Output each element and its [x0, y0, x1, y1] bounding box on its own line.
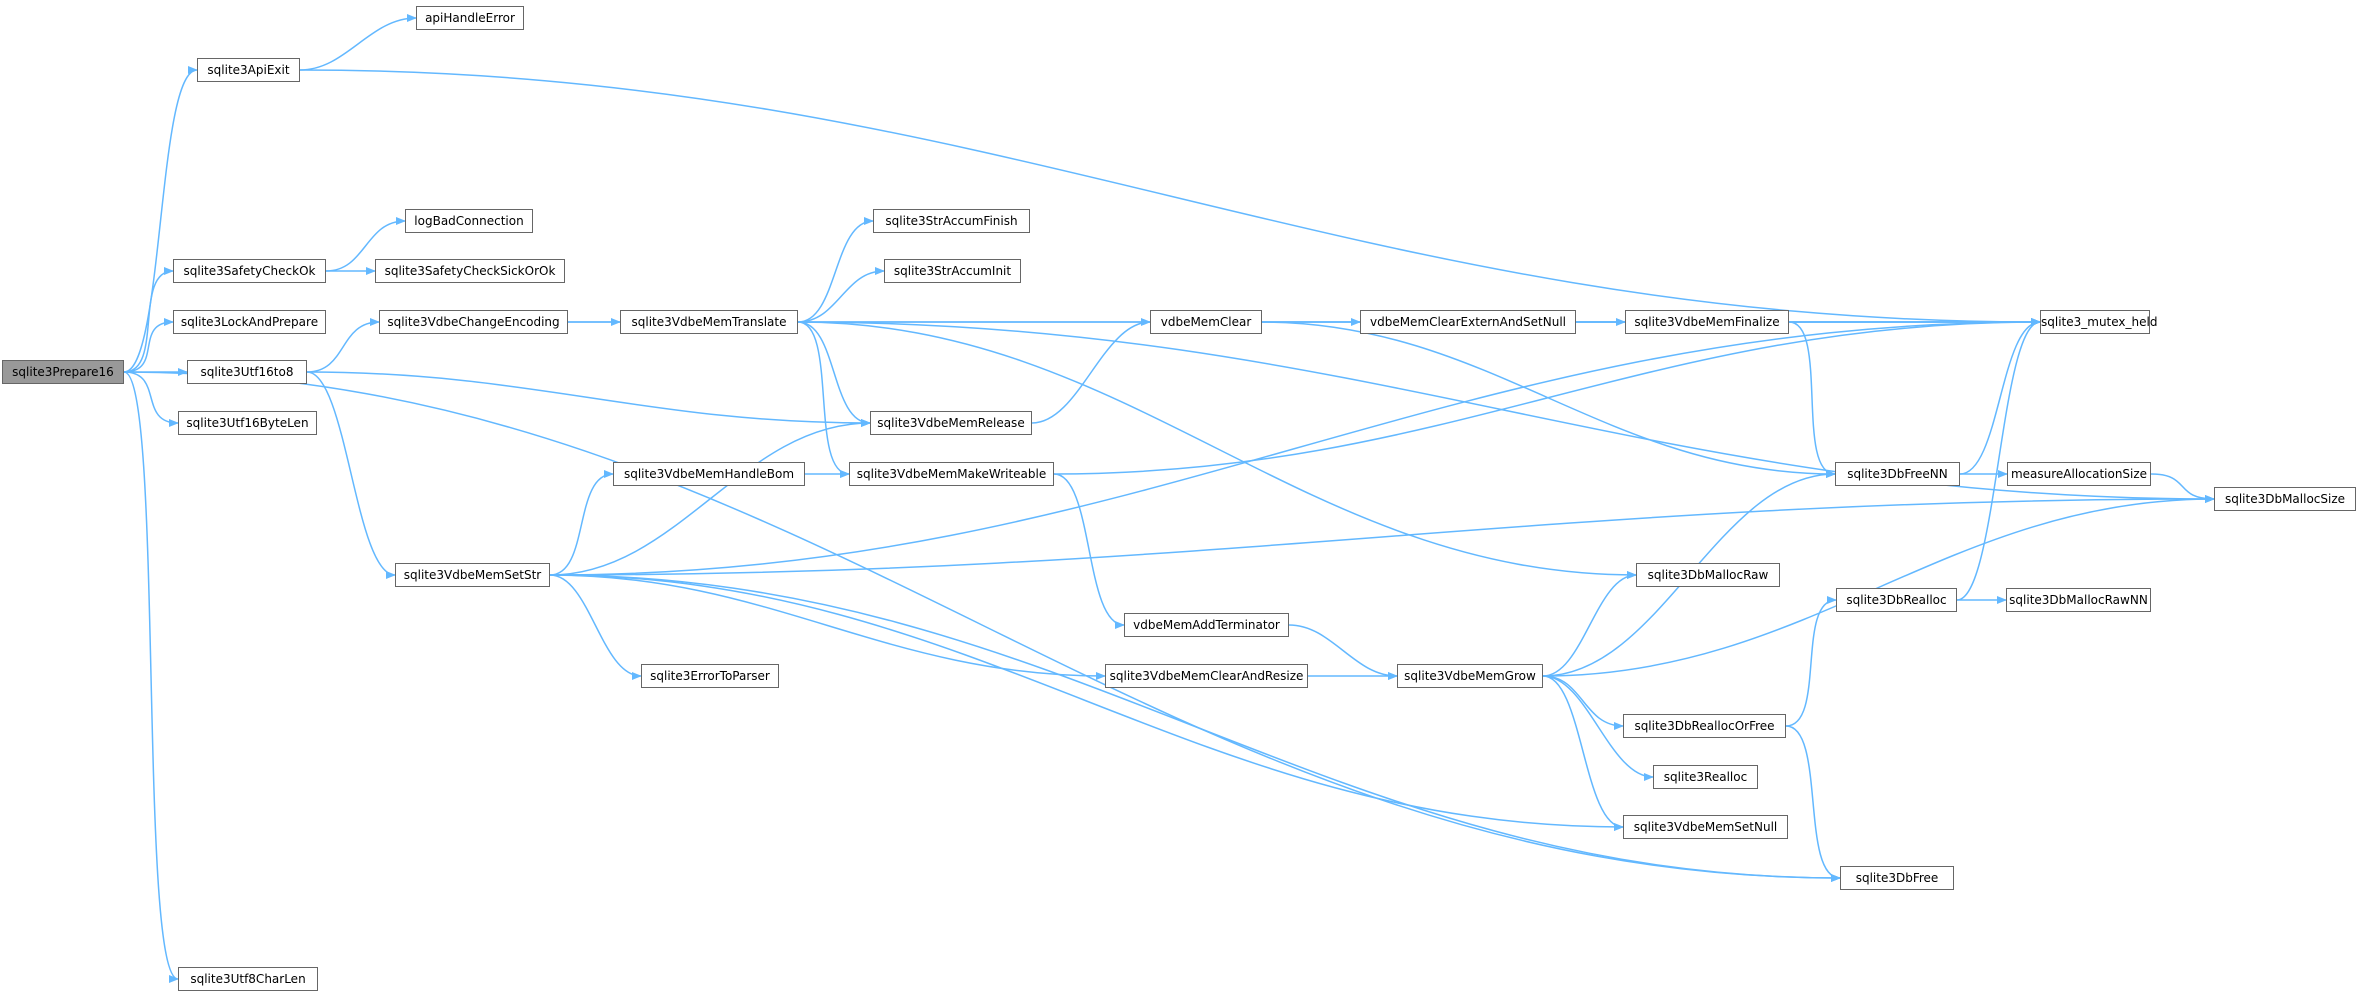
edge-setstr-to-setnull [549, 574, 1624, 831]
edge-memfin-to-freenn [1788, 321, 1836, 478]
edge-makewr-to-mutex [1053, 318, 2041, 475]
edge-reallocfree-to-realloc [1785, 596, 1837, 727]
edge-memgrow-to-msize [1542, 495, 2215, 677]
edge-memtrans-to-makewr [797, 321, 850, 478]
edge-prep16-to-lockprep [123, 318, 174, 373]
edge-memtrans-to-msize [797, 321, 2215, 503]
node-sqlite3-vdbe-mem-finalize[interactable]: sqlite3VdbeMemFinalize [1625, 310, 1789, 334]
node-sqlite3-db-free[interactable]: sqlite3DbFree [1840, 866, 1954, 890]
edge-prep16-to-apiexit [123, 66, 198, 373]
node-vdbe-mem-clear-extern-and-set-null[interactable]: vdbeMemClearExternAndSetNull [1360, 310, 1576, 334]
node-sqlite3-vdbe-mem-make-writeable[interactable]: sqlite3VdbeMemMakeWriteable [849, 462, 1054, 486]
edge-utf16to8-to-setstr [306, 371, 396, 579]
edge-setstr-to-dbfree [549, 574, 1841, 882]
node-sqlite3-db-malloc-raw-nn[interactable]: sqlite3DbMallocRawNN [2006, 588, 2151, 612]
edge-reallocfree-to-dbfree [1785, 725, 1841, 882]
node-sqlite3-vdbe-mem-handle-bom[interactable]: sqlite3VdbeMemHandleBom [613, 462, 805, 486]
node-sqlite3-utf16to8[interactable]: sqlite3Utf16to8 [187, 360, 307, 384]
edge-utf16to8-to-memrel [306, 371, 871, 427]
node-sqlite3-vdbe-mem-set-null[interactable]: sqlite3VdbeMemSetNull [1623, 815, 1788, 839]
node-sqlite3-lock-and-prepare[interactable]: sqlite3LockAndPrepare [173, 310, 326, 334]
node-sqlite3-safety-check-sick-or-ok[interactable]: sqlite3SafetyCheckSickOrOk [375, 259, 565, 283]
node-sqlite3-db-free-nn[interactable]: sqlite3DbFreeNN [1835, 462, 1960, 486]
edge-memgrow-to-reallocfree [1542, 675, 1624, 730]
node-sqlite3-utf16-byte-len[interactable]: sqlite3Utf16ByteLen [178, 411, 317, 435]
edge-prep16-to-dbfree [123, 371, 1841, 882]
node-sqlite3-mutex-held[interactable]: sqlite3_mutex_held [2040, 310, 2157, 334]
node-sqlite3-api-exit[interactable]: sqlite3ApiExit [197, 58, 300, 82]
node-sqlite3-vdbe-mem-set-str[interactable]: sqlite3VdbeMemSetStr [395, 563, 550, 587]
edge-addterm-to-memgrow [1288, 624, 1398, 680]
node-log-bad-connection[interactable]: logBadConnection [405, 209, 533, 233]
edge-measure-to-msize [2150, 473, 2215, 503]
edge-realloc-to-mutex [1956, 318, 2041, 601]
node-sqlite3-utf8-char-len[interactable]: sqlite3Utf8CharLen [178, 967, 318, 991]
edge-utf16to8-to-chgenc [306, 318, 380, 373]
edge-prep16-to-safety [123, 267, 174, 373]
node-measure-allocation-size[interactable]: measureAllocationSize [2007, 462, 2151, 486]
edge-apiexit-to-apierr [299, 14, 417, 71]
node-sqlite3-safety-check-ok[interactable]: sqlite3SafetyCheckOk [173, 259, 326, 283]
edge-freenn-to-mutex [1959, 318, 2041, 475]
node-sqlite3-error-to-parser[interactable]: sqlite3ErrorToParser [641, 664, 779, 688]
node-sqlite3-str-accum-finish[interactable]: sqlite3StrAccumFinish [873, 209, 1030, 233]
node-sqlite3-db-malloc-raw[interactable]: sqlite3DbMallocRaw [1636, 563, 1780, 587]
node-sqlite3-vdbe-mem-translate[interactable]: sqlite3VdbeMemTranslate [620, 310, 798, 334]
edge-setstr-to-memrel [549, 419, 871, 576]
edge-memrel-to-memclear [1031, 318, 1151, 424]
node-sqlite3-str-accum-init[interactable]: sqlite3StrAccumInit [884, 259, 1021, 283]
node-sqlite3-vdbe-mem-grow[interactable]: sqlite3VdbeMemGrow [1397, 664, 1543, 688]
node-vdbe-mem-add-terminator[interactable]: vdbeMemAddTerminator [1124, 613, 1289, 637]
edge-memtrans-to-mraw [797, 321, 1637, 579]
node-sqlite3-db-realloc-or-free[interactable]: sqlite3DbReallocOrFree [1623, 714, 1786, 738]
node-sqlite3-db-malloc-size[interactable]: sqlite3DbMallocSize [2214, 487, 2356, 511]
node-sqlite3-db-realloc[interactable]: sqlite3DbRealloc [1836, 588, 1957, 612]
edge-memtrans-to-accinit [797, 267, 885, 323]
node-sqlite3-vdbe-mem-release[interactable]: sqlite3VdbeMemRelease [870, 411, 1032, 435]
edge-setstr-to-msize [549, 495, 2215, 576]
edge-prep16-to-utf8len [123, 371, 179, 983]
node-sqlite3-vdbe-change-encoding[interactable]: sqlite3VdbeChangeEncoding [379, 310, 568, 334]
edge-memgrow-to-setnull [1542, 675, 1624, 831]
edge-memtrans-to-accfin [797, 217, 874, 323]
edge-setstr-to-errparser [549, 574, 642, 680]
edge-memgrow-to-mraw [1542, 571, 1637, 677]
node-api-handle-error[interactable]: apiHandleError [416, 6, 524, 30]
edge-prep16-to-utf16len [123, 371, 179, 427]
edge-apiexit-to-mutex [299, 69, 2041, 326]
edge-makewr-to-addterm [1053, 473, 1125, 629]
edge-setstr-to-clrresize [549, 574, 1106, 680]
edge-setstr-to-mutex [549, 318, 2041, 576]
node-vdbe-mem-clear[interactable]: vdbeMemClear [1150, 310, 1262, 334]
edge-memgrow-to-srealloc [1542, 675, 1654, 781]
node-sqlite3-vdbe-mem-clear-and-resize[interactable]: sqlite3VdbeMemClearAndResize [1105, 664, 1308, 688]
node-sqlite3-prepare16: sqlite3Prepare16 [2, 360, 124, 384]
edge-setstr-to-handlebom [549, 470, 614, 576]
edge-safety-to-logbad [325, 217, 406, 272]
node-sqlite3-realloc[interactable]: sqlite3Realloc [1653, 765, 1758, 789]
edge-memtrans-to-memrel [797, 321, 871, 427]
